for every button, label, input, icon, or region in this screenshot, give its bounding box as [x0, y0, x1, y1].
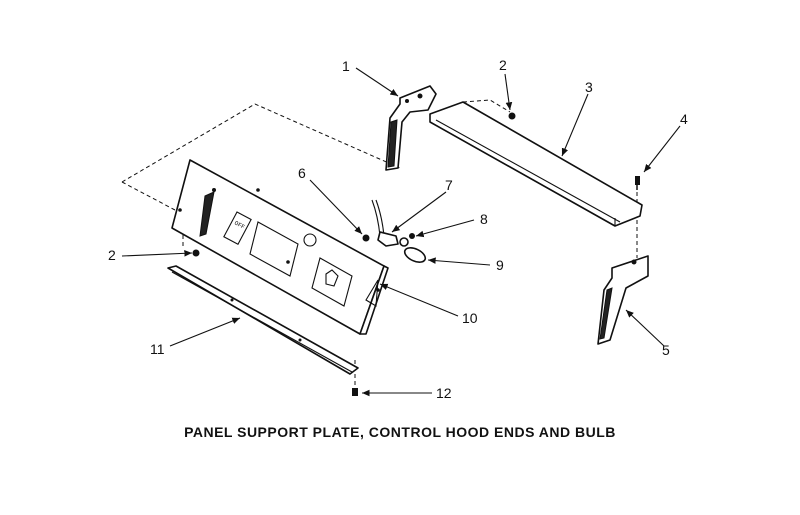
callout-3: 3: [585, 79, 593, 95]
callout-1: 1: [342, 58, 350, 74]
callout-4: 4: [680, 111, 688, 127]
panel-support-plate: OFF: [171, 159, 389, 335]
callout-labels: 1 2 3 4 5 6 7 8 9 10 11 12 2: [108, 57, 688, 401]
lamp-socket: [371, 199, 409, 247]
callout-11: 11: [150, 341, 165, 357]
panel-text-off: OFF: [233, 220, 246, 231]
callout-6: 6: [298, 165, 306, 181]
bottom-support-bar: [167, 265, 359, 375]
leader-lines: [121, 67, 681, 397]
callout-12: 12: [436, 385, 452, 401]
screw-top: [508, 112, 516, 120]
callout-2-top: 2: [499, 57, 507, 73]
callout-8: 8: [480, 211, 488, 227]
diagram-caption: PANEL SUPPORT PLATE, CONTROL HOOD ENDS A…: [184, 424, 616, 440]
screw-socket: [362, 234, 370, 242]
bulb: [403, 247, 427, 263]
control-hood-end-left: [385, 85, 437, 171]
screw-8: [409, 233, 415, 239]
callout-10: 10: [462, 310, 478, 326]
callout-7: 7: [445, 177, 453, 193]
callout-2-left: 2: [108, 247, 116, 263]
screw-right: [635, 176, 640, 190]
callout-5: 5: [662, 342, 670, 358]
hood-support-bar: [429, 101, 643, 227]
screw-left: [192, 249, 200, 257]
callout-9: 9: [496, 257, 504, 273]
control-hood-end-right: [597, 255, 649, 345]
screw-bottom: [352, 388, 358, 396]
